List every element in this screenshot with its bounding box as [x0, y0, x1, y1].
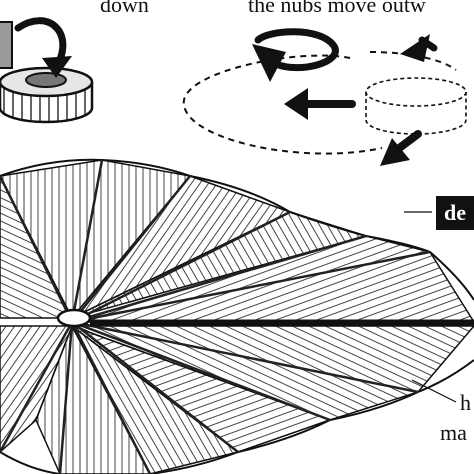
pleated-sheet: [0, 159, 474, 474]
curved-arrow-icon: [14, 17, 67, 68]
label-down: down: [100, 0, 149, 17]
arrow-head-icon: [252, 44, 286, 82]
label-bottom-right-2: ma: [440, 420, 467, 445]
arrow-head-icon: [284, 88, 308, 120]
leader-line: [411, 379, 457, 403]
label-nubs-move-outward: the nubs move outw: [248, 0, 426, 17]
dashed-orbit-upper: [369, 51, 457, 71]
center-hub: [56, 308, 92, 328]
arrow-head-icon: [380, 138, 410, 166]
curved-arrow-icon: [254, 28, 339, 72]
crease-lines: [0, 159, 431, 474]
label-badge: de: [436, 196, 474, 230]
pressed-cylinder: [0, 21, 94, 124]
arrow-head-icon: [400, 34, 430, 62]
arrow-head-icon: [42, 56, 72, 78]
dashed-orbit: [182, 54, 383, 155]
label-bottom-right-1: h: [460, 390, 471, 415]
dashed-cylinder: [365, 77, 467, 135]
